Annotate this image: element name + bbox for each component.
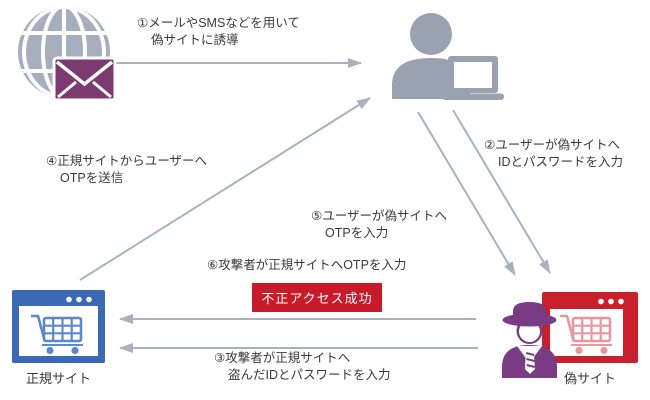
label-step5: ⑤ユーザーが偽サイトへ OTPを入力 <box>311 208 447 242</box>
label-step3: ③攻撃者が正規サイトへ 盗んだIDとパスワードを入力 <box>214 350 391 384</box>
legit-site-label: 正規サイト <box>25 371 91 386</box>
mail-icon <box>52 56 117 102</box>
laptop-icon <box>442 56 504 100</box>
label-step5-line2: OTPを入力 <box>325 226 389 240</box>
arrow-step2-user-to-fake <box>452 109 551 274</box>
label-step3-line2: 盗んだIDとパスワードを入力 <box>228 368 391 382</box>
legit-site-window-icon <box>12 290 105 363</box>
label-step1: ①メールやSMSなどを用いて 偽サイトに誘導 <box>137 15 300 49</box>
label-step5-line1: ⑤ユーザーが偽サイトへ <box>311 209 447 223</box>
fake-site-label: 偽サイト <box>563 371 616 386</box>
label-step1-line1: ①メールやSMSなどを用いて <box>137 16 300 30</box>
label-step2-line1: ②ユーザーが偽サイトへ <box>484 138 620 152</box>
fake-site-window-icon <box>542 292 638 363</box>
arrow-step5-user-to-fake <box>417 111 516 276</box>
label-step6-line1: ⑥攻撃者が正規サイトへOTPを入力 <box>207 258 407 272</box>
legit-cart-icon <box>31 314 83 355</box>
label-step2: ②ユーザーが偽サイトへ IDとパスワードを入力 <box>484 137 623 171</box>
attacker-icon <box>502 302 557 378</box>
label-step4: ④正規サイトからユーザーへ OTPを送信 <box>46 153 207 187</box>
fake-cart-icon <box>560 314 612 355</box>
label-step6: ⑥攻撃者が正規サイトへOTPを入力 <box>207 257 406 274</box>
arrow-step4-otp-to-user <box>79 97 371 281</box>
label-step2-line2: IDとパスワードを入力 <box>498 155 624 169</box>
label-step4-line2: OTPを送信 <box>60 171 124 185</box>
label-step1-line2: 偽サイトに誘導 <box>151 33 239 47</box>
label-step3-line1: ③攻撃者が正規サイトへ <box>214 351 351 365</box>
label-step4-line1: ④正規サイトからユーザーへ <box>46 154 207 168</box>
unauthorized-access-badge: 不正アクセス成功 <box>252 283 382 312</box>
